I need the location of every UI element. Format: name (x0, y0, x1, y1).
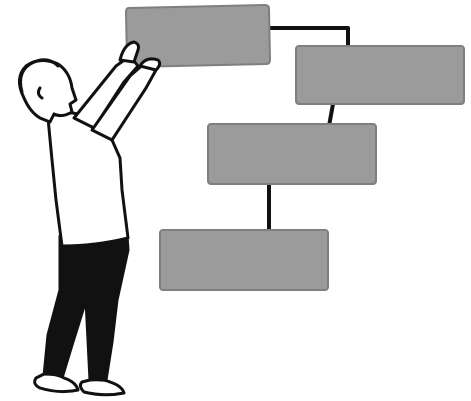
flowchart-box-4 (160, 230, 328, 290)
flowchart-box-1 (126, 5, 270, 67)
person-figure (19, 42, 159, 395)
person-right-shoe (80, 380, 124, 395)
person-left-shoe (35, 374, 78, 392)
flowchart-box-3 (208, 124, 376, 184)
person-left-hand (120, 42, 139, 62)
flowchart-boxes (126, 5, 464, 290)
connector-2-to-3 (329, 104, 333, 126)
person-head (19, 60, 76, 122)
flowchart-box-2 (296, 46, 464, 104)
